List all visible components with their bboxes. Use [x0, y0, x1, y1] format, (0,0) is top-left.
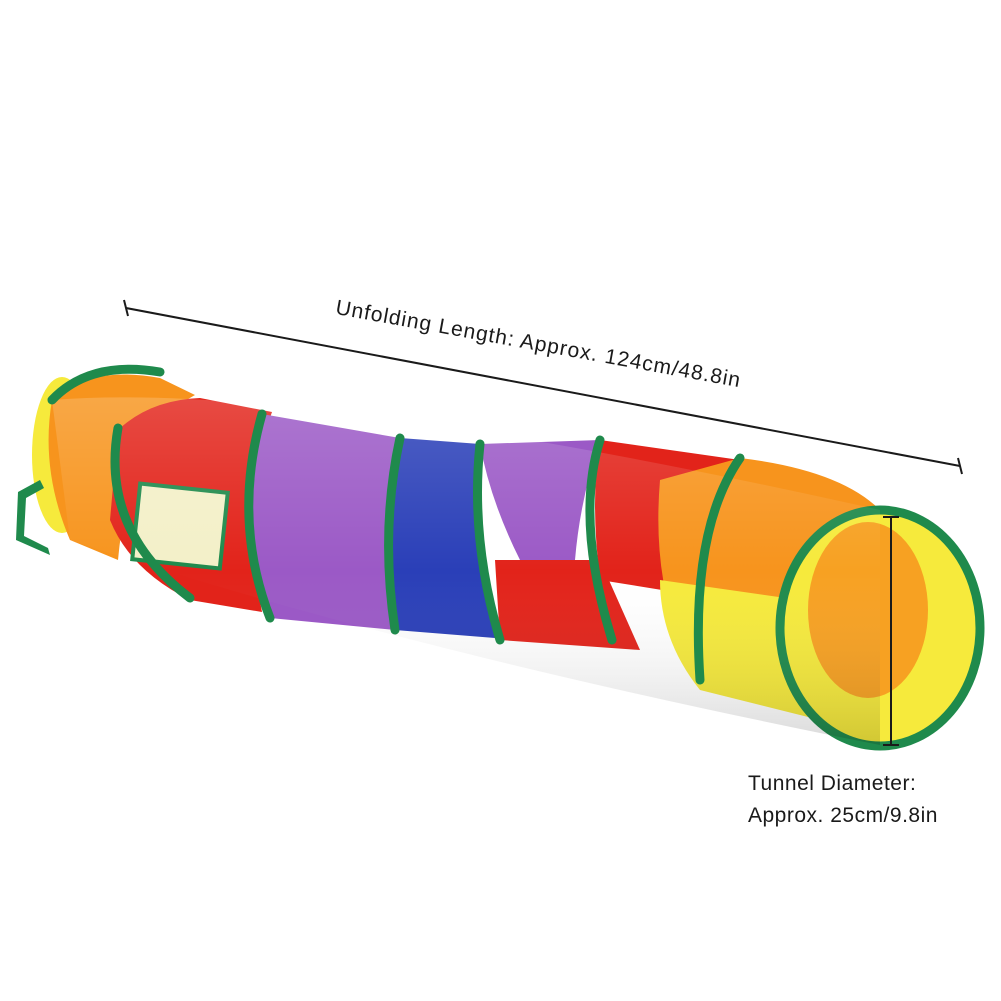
length-measure-line: [123, 299, 963, 475]
rim-3: [244, 409, 275, 623]
rim-5: [473, 439, 505, 645]
rim-2: [110, 423, 195, 603]
diameter-title: Tunnel Diameter:: [748, 772, 917, 795]
diameter-value: Approx. 25cm/9.8in: [748, 804, 938, 827]
rim-7: [693, 453, 745, 685]
diameter-annotation: Tunnel Diameter: Approx. 25cm/9.8in: [748, 768, 998, 832]
diameter-measure-line: [883, 516, 899, 746]
hanging-strap: [16, 480, 50, 555]
cat-tunnel: [16, 364, 985, 751]
rim-6: [585, 435, 617, 645]
rim-4: [384, 433, 405, 635]
rim-1: [47, 364, 165, 405]
